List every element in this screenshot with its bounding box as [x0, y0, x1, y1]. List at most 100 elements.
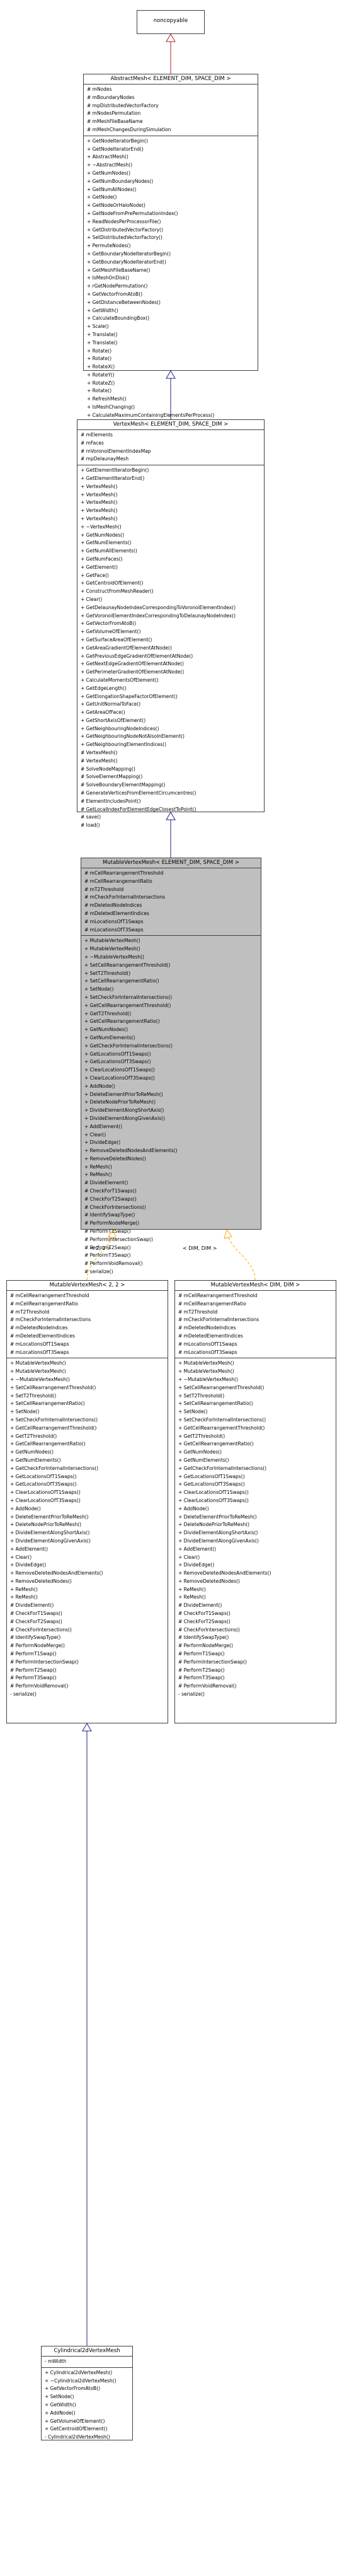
class-method[interactable]: # PerformVoidRemoval() [10, 1683, 69, 1689]
class-attribute[interactable]: # mT2Threshold [178, 1308, 218, 1315]
class-method[interactable]: + GetFace() [81, 572, 109, 578]
class-method[interactable]: # PerformT3Swap() [178, 1675, 225, 1681]
class-method[interactable]: + AddNode() [178, 1505, 209, 1512]
class-method[interactable]: + ReMesh() [84, 1172, 112, 1178]
class-attribute[interactable]: # mBoundaryNodes [87, 94, 135, 100]
class-method[interactable]: # PerformNodeMerge() [178, 1643, 233, 1649]
class-method[interactable]: + MutableVertexMesh() [84, 938, 140, 944]
class-method[interactable]: + RemoveDeletedNodesAndElements() [10, 1570, 103, 1576]
class-method[interactable]: + GetNumNodes() [81, 532, 125, 538]
class-method[interactable]: + GetNumNodes() [84, 1027, 128, 1033]
class-vertex-mesh[interactable]: VertexMesh< ELEMENT_DIM, SPACE_DIM > # m… [77, 419, 265, 828]
class-method[interactable]: + GetAreaGradientOfElementAtNode() [81, 644, 172, 651]
class-mutable-vertex-mesh[interactable]: MutableVertexMesh< ELEMENT_DIM, SPACE_DI… [81, 858, 261, 1274]
class-method[interactable]: # serialize() [84, 1269, 113, 1275]
class-method[interactable]: + SetNode() [84, 986, 114, 993]
class-method[interactable]: + GetNumBoundaryNodes() [87, 178, 154, 184]
class-method[interactable]: + ClearLocationsOfT3Swaps() [84, 1075, 155, 1081]
class-method[interactable]: + CalculateBoundingBox() [87, 315, 150, 322]
class-attribute[interactable]: # mCellRearrangementRatio [10, 1300, 78, 1307]
class-method[interactable]: + SetCheckForInternalIntersections() [10, 1416, 98, 1423]
class-method[interactable]: + Rotate() [87, 356, 112, 362]
class-method[interactable]: # PerformIntersectionSwap() [178, 1658, 247, 1665]
class-method[interactable]: + RemoveDeletedNodesAndElements() [178, 1570, 271, 1576]
class-method[interactable]: + SetDistributedVectorFactory() [87, 235, 162, 241]
class-attribute[interactable]: # mLocationsOfT1Swaps [178, 1341, 237, 1347]
class-method[interactable]: + SetT2Threshold() [84, 970, 131, 976]
class-method[interactable]: + ClearLocationsOfT3Swaps() [10, 1497, 81, 1503]
class-attribute[interactable]: # mDeletedElementIndices [178, 1332, 243, 1339]
class-method[interactable]: + GetNumElements() [84, 1034, 135, 1040]
class-method[interactable]: + GetEdgeLength() [81, 685, 127, 691]
class-method[interactable]: + DeleteElementPriorToReMesh() [178, 1513, 257, 1520]
class-method[interactable]: + RemoveDeletedNodes() [178, 1578, 240, 1584]
class-method[interactable]: + GetNumElements() [81, 540, 132, 546]
class-method[interactable]: + ReMesh() [178, 1594, 206, 1600]
class-method[interactable]: + SetCheckForInternalIntersections() [178, 1416, 266, 1423]
class-method[interactable]: + ReMesh() [84, 1163, 112, 1170]
class-method[interactable]: + ~MutableVertexMesh() [178, 1376, 238, 1382]
class-method[interactable]: + VertexMesh() [81, 508, 118, 514]
class-method[interactable]: # PerformT2Swap() [84, 1244, 131, 1250]
class-method[interactable]: + ~Cylindrical2dVertexMesh() [45, 2377, 117, 2384]
class-method[interactable]: + GetCellRearrangementThreshold() [84, 1002, 171, 1008]
class-method[interactable]: + GetVolumeOfElement() [81, 629, 141, 635]
class-method[interactable]: + GetCellRearrangementThreshold() [178, 1425, 265, 1431]
class-method[interactable]: + GetPreviousEdgeGradientOfElementAtNode… [81, 653, 193, 659]
class-method[interactable]: # ElementIncludesPoint() [81, 798, 141, 804]
class-method[interactable]: + SetNode() [45, 2394, 74, 2400]
class-mutable-vertex-mesh-2-2[interactable]: MutableVertexMesh< 2, 2 > # mCellRearran… [6, 1280, 168, 1723]
class-method[interactable]: + ClearLocationsOfT1Swaps() [10, 1489, 81, 1496]
class-method[interactable]: + DivideEdge() [178, 1562, 215, 1568]
class-method[interactable]: + GetNeighbouringNodeIndices() [81, 725, 159, 731]
class-method[interactable]: + GetElementIteratorBegin() [81, 467, 149, 474]
class-method[interactable]: + GetCellRearrangementRatio() [84, 1018, 160, 1025]
class-method[interactable]: # DivideElement() [178, 1602, 222, 1609]
class-attribute[interactable]: # mCellRearrangementThreshold [84, 870, 164, 876]
class-method[interactable]: + SetCellRearrangementThreshold() [178, 1384, 265, 1390]
class-method[interactable]: + GetCentroidOfElement() [81, 580, 144, 586]
class-method[interactable]: + GetNodeIteratorBegin() [87, 137, 148, 144]
class-method[interactable]: + ClearLocationsOfT3Swaps() [178, 1497, 249, 1503]
class-method[interactable]: + PermuteNodes() [87, 243, 131, 249]
class-attribute[interactable]: # mCellRearrangementRatio [178, 1300, 246, 1307]
class-method[interactable]: + GetLocationsOfT1Swaps() [84, 1051, 151, 1057]
class-method[interactable]: + DeleteElementPriorToReMesh() [84, 1091, 163, 1097]
class-attribute[interactable]: # mNodesPermutation [87, 110, 141, 117]
class-method[interactable]: + Clear() [10, 1554, 32, 1560]
class-method[interactable]: + RemoveDeletedNodes() [84, 1155, 146, 1162]
class-method[interactable]: # PerformIntersectionSwap() [84, 1236, 153, 1242]
class-method[interactable]: + GetSurfaceAreaOfElement() [81, 636, 152, 643]
class-method[interactable]: + GetCellRearrangementThreshold() [10, 1425, 97, 1431]
class-method[interactable]: + ReMesh() [178, 1586, 206, 1592]
class-method[interactable]: + Translate() [87, 339, 118, 346]
class-method[interactable]: + GetNode() [87, 194, 117, 201]
class-method[interactable]: + SetCellRearrangementThreshold() [10, 1384, 96, 1390]
class-method[interactable]: + GetBoundaryNodeIteratorBegin() [87, 250, 171, 257]
class-attribute[interactable]: # mCellRearrangementThreshold [10, 1293, 89, 1298]
class-method[interactable]: + Rotate() [87, 388, 112, 394]
class-method[interactable]: + Rotate() [87, 347, 112, 354]
class-method[interactable]: + MutableVertexMesh() [84, 946, 140, 952]
class-method[interactable]: + GetPerimeterGradientOfElementAtNode() [81, 669, 185, 675]
class-method[interactable]: # CheckForT1Swaps() [10, 1611, 62, 1617]
class-method[interactable]: + GetBoundaryNodeIteratorEnd() [87, 259, 166, 265]
class-method[interactable]: + SetT2Threshold() [10, 1392, 57, 1399]
class-method[interactable]: + GetLocationsOfT1Swaps() [10, 1473, 77, 1479]
class-method[interactable]: # SolveBoundaryElementMapping() [81, 782, 166, 788]
class-method[interactable]: + GetDelaunayNodeIndexCorrespondingToVor… [81, 604, 236, 610]
class-method[interactable]: + AddNode() [10, 1505, 41, 1512]
class-method[interactable]: - serialize() [178, 1691, 205, 1698]
class-method[interactable]: + AddNode() [84, 1083, 115, 1089]
class-attribute[interactable]: # mDeletedNodeIndices [10, 1325, 68, 1331]
class-method[interactable]: + VertexMesh() [81, 499, 118, 506]
class-method[interactable]: # CheckForT1Swaps() [178, 1611, 231, 1617]
class-abstract-mesh[interactable]: AbstractMesh< ELEMENT_DIM, SPACE_DIM > #… [83, 74, 258, 450]
class-attribute[interactable]: # mDeletedNodeIndices [84, 902, 142, 909]
class-method[interactable]: # CheckForT1Swaps() [84, 1188, 137, 1194]
class-method[interactable]: # PerformT1Swap() [178, 1651, 225, 1657]
class-method[interactable]: + MutableVertexMesh() [10, 1368, 66, 1375]
class-method[interactable]: + Translate() [87, 331, 118, 337]
class-method[interactable]: + SetT2Threshold() [178, 1392, 225, 1399]
class-method[interactable]: # CheckForT2Swaps() [84, 1196, 137, 1202]
